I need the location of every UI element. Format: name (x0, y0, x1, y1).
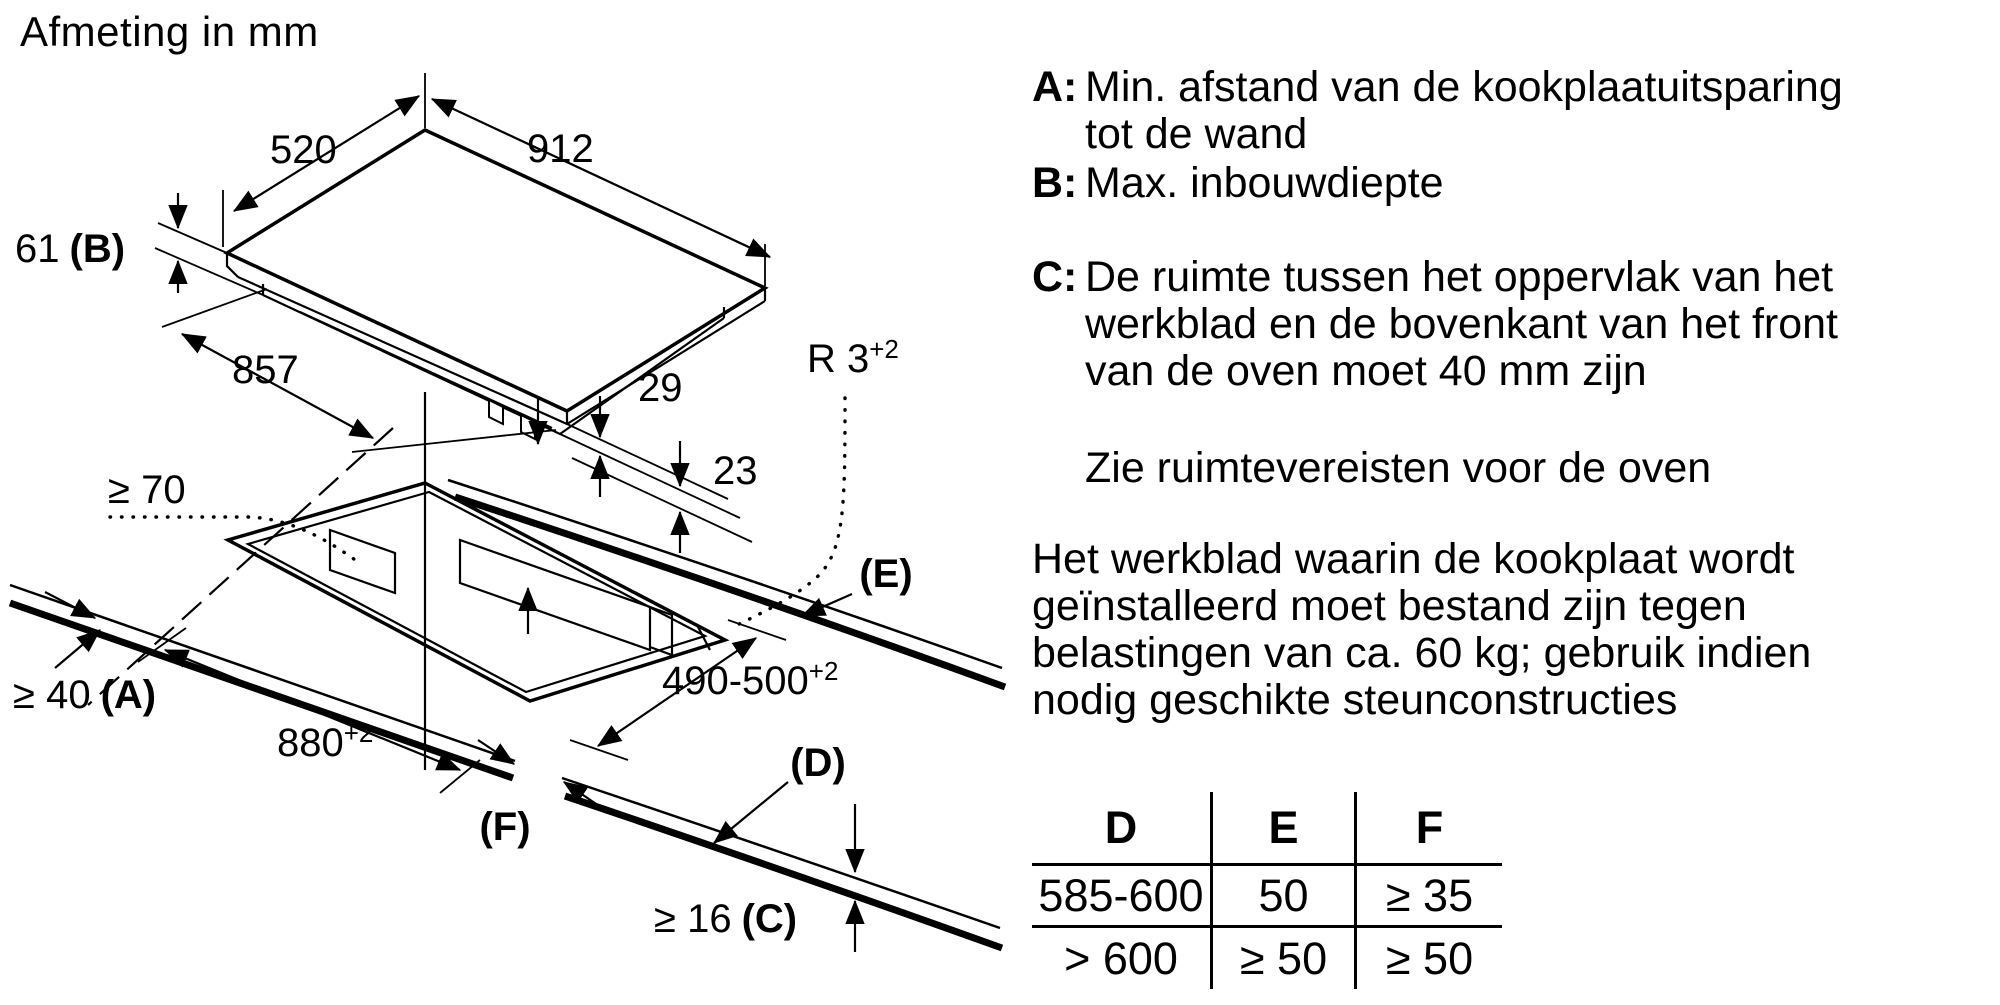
radius-label: R 3+2 (807, 334, 899, 381)
legend-key-c: C: (1032, 253, 1078, 301)
legend-c-line2: werkblad en de bovenkant van het front (1085, 300, 1839, 348)
legend-key-b: B: (1032, 159, 1078, 207)
min-16-label: ≥ 16(C) (654, 897, 797, 941)
legend-key-a: A: (1032, 63, 1078, 111)
oven-space-note: Zie ruimtevereisten voor de oven (1085, 444, 1712, 492)
legend-c-line3: van de oven moet 40 mm zijn (1085, 347, 1647, 395)
cooktop-outline (223, 128, 769, 441)
dim-912-label: 912 (527, 127, 594, 171)
dim-857: 857 (161, 288, 557, 453)
dim-520: 520 (222, 73, 426, 247)
worktop-cutout (8, 478, 1007, 952)
legend-item-a: A: Min. afstand van de kookplaatuitspari… (1032, 64, 1972, 158)
dim-61-b: 61(B) (15, 193, 264, 296)
dim-23-label: 23 (713, 449, 758, 493)
ref-d-label: (D) (790, 741, 846, 785)
load-note-line2: geïnstalleerd moet bestand zijn tegen (1032, 582, 1747, 630)
legend-b-line1: Max. inbouwdiepte (1085, 159, 1444, 207)
dim-880-label: 880+2 (277, 718, 373, 765)
dim-29-23: 29 23 (559, 366, 758, 553)
min-70-callout: ≥ 70 (108, 398, 548, 634)
ref-f-label: (F) (479, 805, 530, 849)
ref-callouts: (E) (D) (F) (477, 552, 913, 849)
min-70-label: ≥ 70 (108, 468, 186, 512)
ref-e-label: (E) (859, 552, 912, 596)
table-cell-f2: ≥ 50 (1385, 932, 1474, 984)
load-note-line4: nodig geschikte steunconstructies (1032, 676, 1678, 724)
dim-857-label: 857 (232, 348, 299, 392)
dim-912: 912 (430, 98, 772, 286)
table-cell-f1: ≥ 35 (1357, 866, 1502, 928)
table-cell-d1: 585-600 (1032, 866, 1213, 928)
def-dimension-table: D E F 585-600 50 ≥ 35 > 600 ≥ 50 ≥ 50 (1032, 792, 1502, 989)
table-cell-d2: > 600 (1032, 928, 1213, 989)
load-note-line3: belastingen van ca. 60 kg; gebruik indie… (1032, 629, 1812, 677)
table-cell-e1: 50 (1213, 866, 1357, 928)
centerline (87, 427, 394, 706)
legend-a-line2: tot de wand (1085, 110, 1308, 158)
legend-item-c: C: De ruimte tussen het oppervlak van he… (1032, 254, 1972, 395)
table-header-d: D (1032, 792, 1213, 866)
dim-40-a: ≥ 40(A) (13, 591, 156, 717)
table-header-e: E (1213, 792, 1357, 866)
installation-diagram: 520 912 61(B) 857 29 23 R 3+2 ≥ 70 (8, 73, 1007, 952)
legend-item-b: B: Max. inbouwdiepte (1032, 160, 1972, 207)
dim-490-500: 490-500+2 (569, 619, 838, 761)
table-header-f: F (1357, 792, 1502, 866)
dim-520-label: 520 (270, 128, 337, 172)
legend-a-line1: Min. afstand van de kookplaatuitsparing (1085, 63, 1843, 111)
dim-61-label: 61(B) (15, 227, 125, 271)
dim-29-label: 29 (638, 366, 683, 410)
dim-490-500-label: 490-500+2 (662, 656, 838, 703)
min-40-label: ≥ 40(A) (13, 673, 156, 717)
dim-880: 880+2 (137, 627, 481, 794)
page-title: Afmeting in mm (20, 8, 319, 55)
legend-c-line1: De ruimte tussen het oppervlak van het (1085, 253, 1834, 301)
load-note-line1: Het werkblad waarin de kookplaat wordt (1032, 535, 1795, 583)
radius-callout: R 3+2 (733, 334, 899, 628)
worktop-load-note: Het werkblad waarin de kookplaat wordt g… (1032, 536, 1811, 724)
table-cell-e2: ≥ 50 (1213, 928, 1357, 989)
dim-16-c: ≥ 16(C) (654, 804, 865, 952)
